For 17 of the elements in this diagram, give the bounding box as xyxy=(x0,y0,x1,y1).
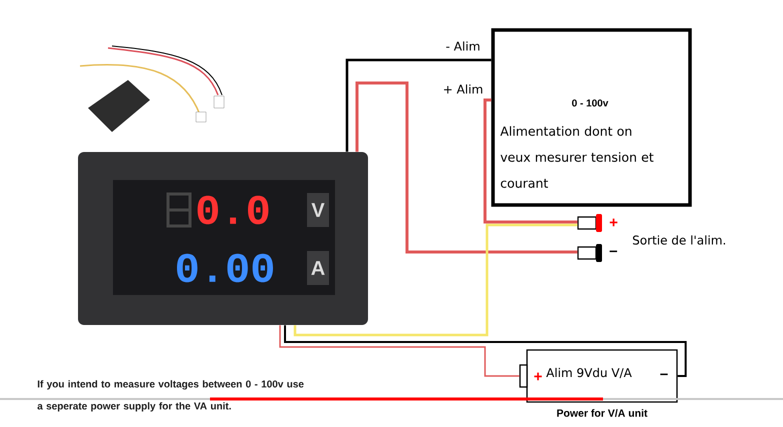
note-text: If you intend to measure voltages between 0 - 100v use a seperate power supply for the VA unit. xyxy=(38,380,304,412)
wire xyxy=(346,58,492,152)
wire xyxy=(356,82,578,254)
wire xyxy=(484,98,578,224)
display-reading: 0.00 xyxy=(177,254,273,282)
unit-label: V xyxy=(307,193,329,227)
description-text: Alimentation dont on veux mesurer tension et courant xyxy=(500,126,654,188)
unit-label: A xyxy=(307,251,329,285)
polarity-sign: – xyxy=(610,250,618,252)
display-reading: 0.0 xyxy=(198,196,268,224)
polarity-sign: + xyxy=(610,218,618,226)
voltage-label: 0 - 100v xyxy=(572,99,608,107)
battery-caption: Power for V/A unit xyxy=(557,409,648,417)
wire xyxy=(279,325,520,377)
output-label: Sortie de l'alim. xyxy=(633,235,726,245)
wire xyxy=(294,224,578,336)
wire-label: - Alim xyxy=(444,40,482,52)
